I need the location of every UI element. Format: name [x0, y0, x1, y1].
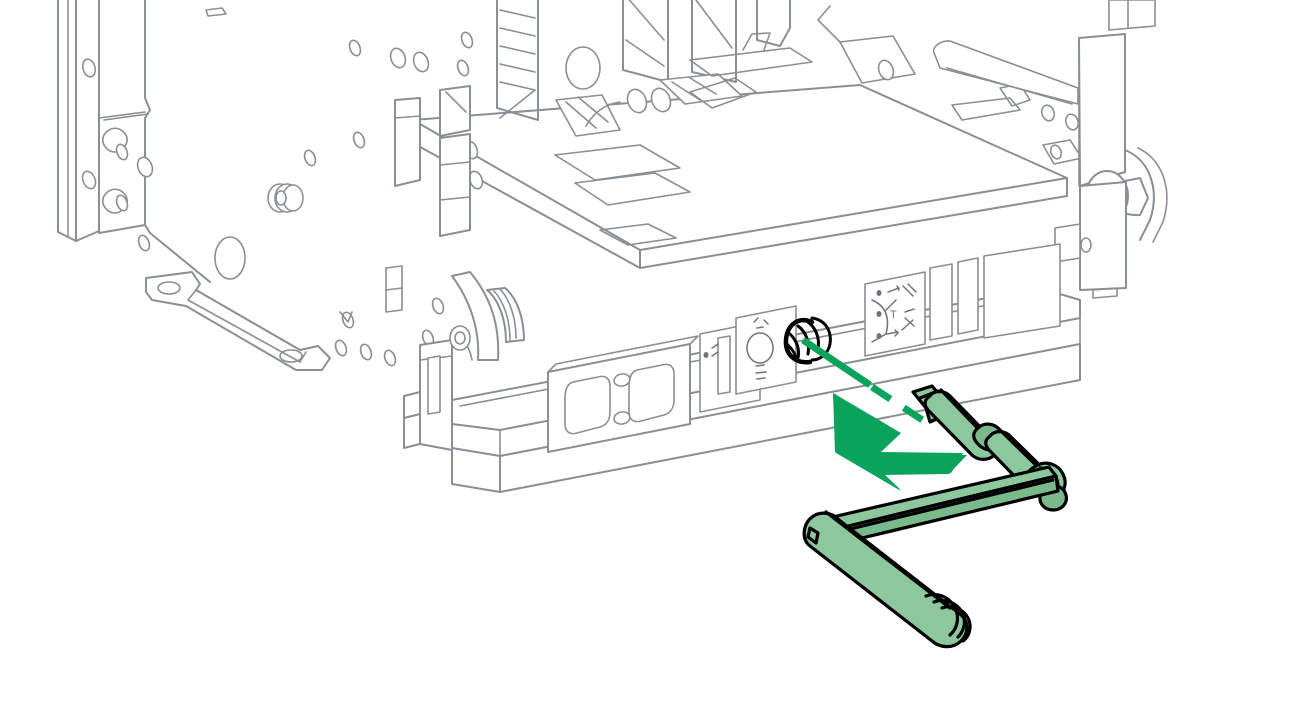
- upper-deck-assembly: [412, 0, 1119, 269]
- cross-arm: [818, 465, 1060, 547]
- label-plate-valve: [735, 305, 797, 395]
- alignment-line-dashed: [870, 384, 932, 428]
- alignment-guide-line: [801, 337, 932, 428]
- left-plate-tabs: [385, 85, 471, 313]
- label-plate-diagram: T: [864, 271, 926, 357]
- grommet-boss: [267, 183, 304, 213]
- lower-front-rail: T: [403, 243, 1081, 493]
- label-plate-diagram-text: T: [890, 309, 897, 321]
- panel-hole-group: [115, 7, 484, 367]
- grip-handle: [802, 510, 972, 649]
- alignment-line-solid: [801, 337, 872, 388]
- control-plate: [547, 335, 699, 453]
- mounting-foot-bracket: [145, 271, 331, 371]
- crank-handle[interactable]: [802, 384, 1068, 649]
- insertion-direction-arrow: [833, 393, 967, 491]
- machine-chassis: T: [57, 0, 1168, 493]
- insertion-arrow-body: [833, 393, 963, 490]
- left-vertical-post: [57, 0, 100, 242]
- crank-socket-port[interactable]: [783, 316, 832, 365]
- right-hinge-assembly: [1054, 0, 1168, 299]
